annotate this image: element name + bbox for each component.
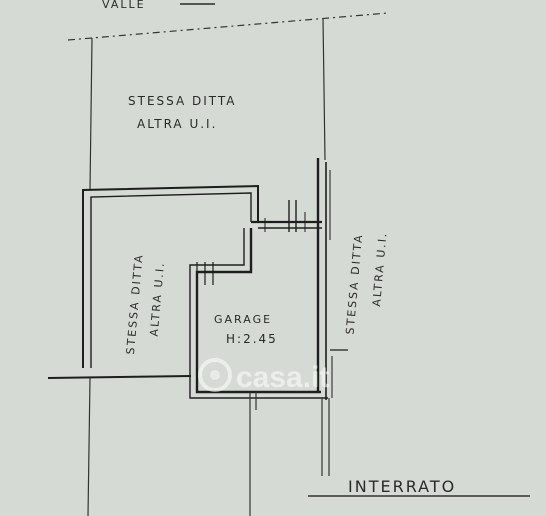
garage-height: H:2.45 bbox=[226, 332, 278, 346]
left-boundary-line-lower bbox=[87, 377, 91, 516]
garage-name: GARAGE bbox=[214, 313, 272, 326]
garage-walls bbox=[189, 228, 328, 399]
right-unit-wall bbox=[316, 158, 348, 400]
right-room-label-line1: STESSA DITTA bbox=[344, 233, 366, 335]
top-room-label-line2: ALTRA U.I. bbox=[137, 117, 217, 131]
garage-label: GARAGE H:2.45 bbox=[214, 313, 278, 346]
left-unit-walls bbox=[82, 184, 259, 368]
floor-label: INTERRATO bbox=[348, 477, 456, 496]
right-room-label: STESSA DITTA ALTRA U.I. bbox=[344, 231, 390, 335]
left-room-label-line1: STESSA DITTA bbox=[124, 253, 146, 355]
right-room-label-line2: ALTRA U.I. bbox=[370, 231, 390, 307]
right-boundary-line bbox=[322, 17, 326, 161]
left-room-label-line2: ALTRA U.I. bbox=[148, 261, 168, 337]
watermark-text: casa.it bbox=[236, 361, 329, 394]
top-room-label: STESSA DITTA ALTRA U.I. bbox=[128, 94, 237, 131]
top-room-label-line1: STESSA DITTA bbox=[128, 94, 237, 108]
casa-it-watermark: casa.it bbox=[198, 358, 329, 394]
watermark-logo-icon bbox=[198, 358, 232, 392]
lower-boundary-lines bbox=[249, 392, 530, 516]
upper-connector-wall bbox=[251, 200, 322, 232]
left-boundary-line bbox=[89, 37, 93, 191]
property-boundary-top bbox=[67, 12, 389, 41]
watermark-logo-dot bbox=[210, 370, 220, 380]
left-unit-bottom-wall bbox=[47, 375, 192, 379]
top-edge-label: VALLE bbox=[102, 0, 146, 11]
left-room-label: STESSA DITTA ALTRA U.I. bbox=[124, 253, 168, 355]
